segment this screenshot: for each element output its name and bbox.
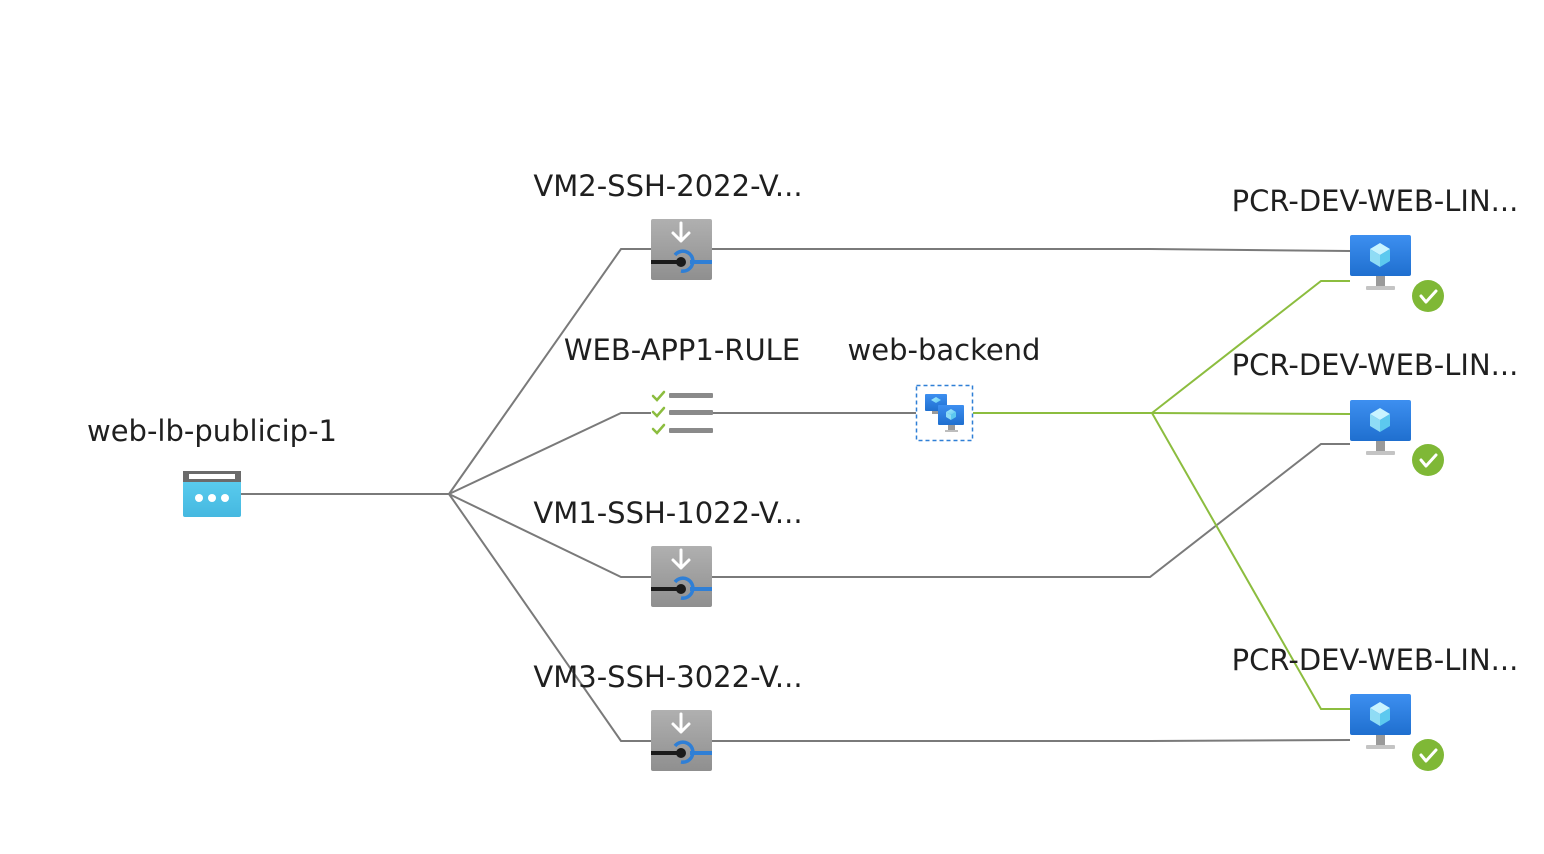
public-ip-label: web-lb-publicip-1 [87, 414, 337, 448]
edge-backend-to-vm-3 [1151, 412, 1350, 710]
edges [241, 248, 1351, 742]
load-balancing-rule-icon [651, 390, 713, 435]
vm-2-label: PCR-DEV-WEB-LIN... [1232, 348, 1519, 382]
edge-nat-vm3-to-vm-3 [711, 739, 1351, 742]
edge-backend-to-vm-1 [1151, 280, 1350, 414]
edge-hub-nat-vm3 [448, 493, 651, 742]
lb-rule-label: WEB-APP1-RULE [564, 333, 800, 367]
edge-hub-lb-rule [448, 412, 651, 495]
nat-rule-vm2-node[interactable]: VM2-SSH-2022-V... [533, 169, 803, 280]
healthy-status-icon [1412, 444, 1444, 476]
nat-rule-vm1-node[interactable]: VM1-SSH-1022-V... [533, 496, 803, 607]
vm-1-label: PCR-DEV-WEB-LIN... [1232, 184, 1519, 218]
lb-rule-node[interactable]: WEB-APP1-RULE [564, 333, 800, 435]
healthy-status-icon [1412, 280, 1444, 312]
inbound-nat-rule-icon [651, 546, 712, 607]
virtual-machine-icon [1350, 400, 1411, 455]
edge-nat-vm2-to-vm-1 [711, 248, 1351, 252]
vm-3-node[interactable]: PCR-DEV-WEB-LIN... [1232, 643, 1519, 771]
nat-rule-vm3-node[interactable]: VM3-SSH-3022-V... [533, 660, 803, 771]
edge-backend-to-vm-2 [1151, 412, 1351, 415]
edge-hub-nat-vm1 [448, 493, 651, 578]
edge-nat-vm1-to-vm-2 [711, 443, 1350, 578]
backend-pool-icon [915, 384, 974, 442]
vm-2-node[interactable]: PCR-DEV-WEB-LIN... [1232, 348, 1519, 476]
virtual-machine-icon [1350, 694, 1411, 749]
inbound-nat-rule-icon [651, 219, 712, 280]
public-ip-node[interactable]: web-lb-publicip-1 [87, 414, 337, 517]
public-ip-icon [183, 471, 241, 517]
nat-rule-vm1-label: VM1-SSH-1022-V... [533, 496, 802, 530]
backend-pool-node[interactable]: web-backend [848, 333, 1041, 442]
inbound-nat-rule-icon [651, 710, 712, 771]
nat-rule-vm3-label: VM3-SSH-3022-V... [533, 660, 802, 694]
vm-3-label: PCR-DEV-WEB-LIN... [1232, 643, 1519, 677]
nat-rule-vm2-label: VM2-SSH-2022-V... [533, 169, 802, 203]
virtual-machine-icon [1350, 235, 1411, 290]
edge-hub-nat-vm2 [448, 248, 651, 495]
vm-1-node[interactable]: PCR-DEV-WEB-LIN... [1232, 184, 1519, 312]
backend-pool-label: web-backend [848, 333, 1041, 367]
healthy-status-icon [1412, 739, 1444, 771]
